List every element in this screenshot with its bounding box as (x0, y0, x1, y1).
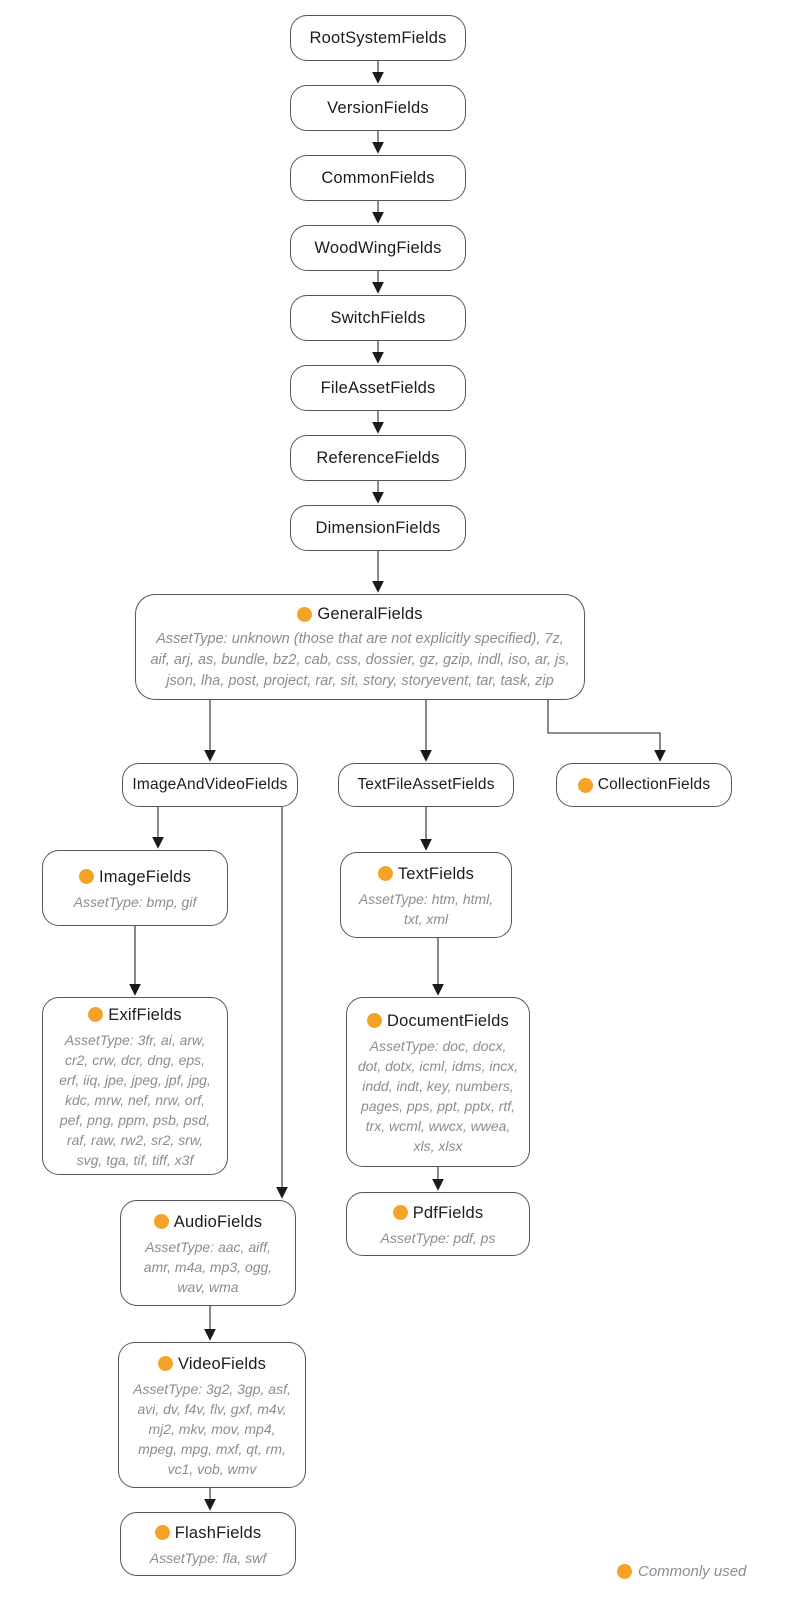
node-label: WoodWingFields (314, 239, 442, 257)
node-title: DocumentFields (366, 1009, 509, 1033)
commonly-used-dot-icon (577, 777, 593, 793)
node-title: PdfFields (392, 1201, 484, 1225)
node-audio-fields: AudioFields AssetType: aac, aiff, amr, m… (120, 1200, 296, 1306)
node-label: FlashFields (174, 1523, 262, 1542)
node-general-fields: GeneralFields AssetType: unknown (those … (135, 594, 585, 700)
node-label: CollectionFields (597, 776, 711, 793)
node-root-system-fields: RootSystemFields (290, 15, 466, 61)
legend-label: Commonly used (638, 1563, 747, 1580)
node-flash-fields: FlashFields AssetType: fla, swf (120, 1512, 296, 1576)
node-asset-types: AssetType: htm, html, txt, xml (358, 890, 494, 927)
node-label: TextFields (397, 864, 475, 883)
node-asset-types: AssetType: pdf, ps (380, 1229, 496, 1246)
node-title: AudioFields (153, 1210, 263, 1234)
node-label: TextFileAssetFields (357, 776, 495, 793)
legend-commonly-used: Commonly used (617, 1563, 746, 1580)
node-title: TextFields (377, 862, 475, 886)
node-title: TextFileAssetFields (357, 773, 494, 797)
node-asset-types: AssetType: doc, docx, dot, dotx, icml, i… (357, 1037, 519, 1154)
node-title: VideoFields (157, 1352, 267, 1376)
node-label: ImageFields (98, 867, 192, 886)
node-label: DimensionFields (315, 519, 441, 537)
node-title: ImageAndVideoFields (132, 773, 287, 797)
node-label: RootSystemFields (309, 29, 447, 47)
commonly-used-dot-icon (617, 1564, 632, 1579)
node-version-fields: VersionFields (290, 85, 466, 131)
node-asset-types: AssetType: unknown (those that are not e… (150, 631, 570, 689)
node-asset-types: AssetType: bmp, gif (73, 893, 197, 910)
node-title: ExifFields (88, 1003, 182, 1027)
node-text-fields: TextFields AssetType: htm, html, txt, xm… (340, 852, 512, 938)
node-label: VersionFields (327, 99, 429, 117)
node-title: DimensionFields (316, 516, 441, 540)
connector-general-collection (547, 700, 666, 762)
node-label: ExifFields (108, 1005, 182, 1024)
node-text-file-asset-fields: TextFileAssetFields (338, 763, 514, 807)
node-video-fields: VideoFields AssetType: 3g2, 3gp, asf, av… (118, 1342, 306, 1488)
node-label: AudioFields (173, 1212, 263, 1231)
node-label: FileAssetFields (320, 379, 436, 397)
node-asset-types: AssetType: 3fr, ai, arw, cr2, crw, dcr, … (59, 1031, 211, 1168)
commonly-used-dot-icon (297, 606, 313, 622)
node-label: CommonFields (321, 169, 435, 187)
node-file-asset-fields: FileAssetFields (290, 365, 466, 411)
node-title: ReferenceFields (316, 446, 439, 470)
node-dimension-fields: DimensionFields (290, 505, 466, 551)
node-reference-fields: ReferenceFields (290, 435, 466, 481)
node-title: CommonFields (321, 166, 434, 190)
node-exif-fields: ExifFields AssetType: 3fr, ai, arw, cr2,… (42, 997, 228, 1175)
node-asset-types: AssetType: 3g2, 3gp, asf, avi, dv, f4v, … (133, 1380, 291, 1477)
node-woodwing-fields: WoodWingFields (290, 225, 466, 271)
node-document-fields: DocumentFields AssetType: doc, docx, dot… (346, 997, 530, 1167)
node-image-fields: ImageFields AssetType: bmp, gif (42, 850, 228, 926)
node-title: CollectionFields (577, 773, 711, 797)
node-title: RootSystemFields (309, 26, 446, 50)
node-title: WoodWingFields (314, 236, 441, 260)
commonly-used-dot-icon (392, 1205, 408, 1220)
node-asset-types: AssetType: fla, swf (149, 1549, 267, 1566)
node-label: GeneralFields (317, 605, 423, 623)
commonly-used-dot-icon (366, 1013, 382, 1028)
node-label: DocumentFields (386, 1011, 509, 1030)
node-title: FileAssetFields (321, 376, 436, 400)
node-collection-fields: CollectionFields (556, 763, 732, 807)
node-label: PdfFields (412, 1203, 484, 1222)
node-switch-fields: SwitchFields (290, 295, 466, 341)
node-common-fields: CommonFields (290, 155, 466, 201)
commonly-used-dot-icon (377, 866, 393, 881)
node-label: VideoFields (177, 1354, 267, 1373)
node-label: SwitchFields (330, 309, 426, 327)
node-title: ImageFields (78, 865, 192, 889)
node-label: ReferenceFields (316, 449, 440, 467)
node-asset-types: AssetType: aac, aiff, amr, m4a, mp3, ogg… (143, 1238, 273, 1295)
commonly-used-dot-icon (88, 1007, 104, 1022)
node-pdf-fields: PdfFields AssetType: pdf, ps (346, 1192, 530, 1256)
commonly-used-dot-icon (154, 1525, 170, 1540)
node-title: GeneralFields (297, 602, 422, 626)
node-title: FlashFields (154, 1521, 262, 1545)
commonly-used-dot-icon (78, 869, 94, 884)
node-title: SwitchFields (330, 306, 425, 330)
node-image-and-video-fields: ImageAndVideoFields (122, 763, 298, 807)
commonly-used-dot-icon (153, 1214, 169, 1229)
commonly-used-dot-icon (157, 1356, 173, 1371)
node-title: VersionFields (327, 96, 429, 120)
node-label: ImageAndVideoFields (132, 776, 288, 793)
